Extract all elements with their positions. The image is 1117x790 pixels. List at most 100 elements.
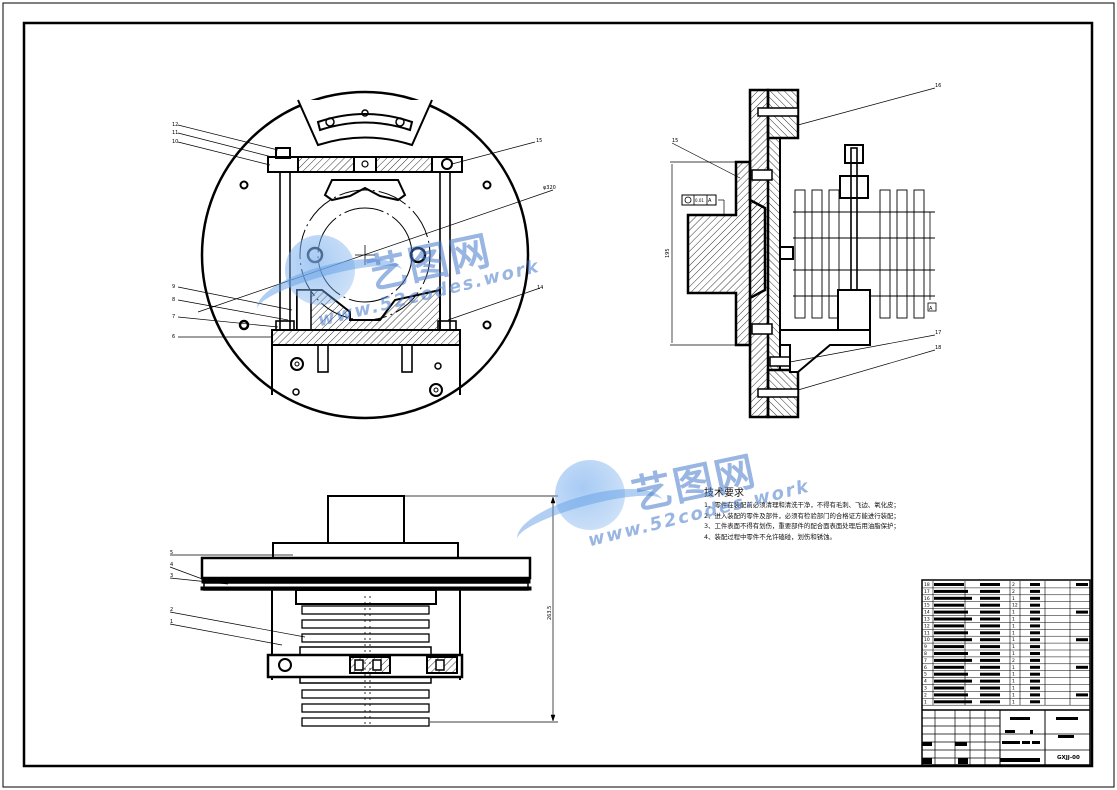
disk [301, 605, 430, 615]
part-quantity: 1 [1012, 651, 1015, 657]
part-note-redacted [1076, 610, 1088, 614]
part-number: 11 [924, 630, 930, 636]
part-name-redacted [934, 700, 972, 704]
tolerance-value: 0.01 [695, 198, 704, 203]
part-quantity: 2 [1012, 658, 1015, 664]
part-quantity: 1 [1012, 665, 1015, 671]
part-material-redacted [1030, 631, 1040, 635]
part-name-redacted [934, 638, 972, 642]
part-number: 14 [924, 610, 930, 616]
callout-label: 12 [172, 122, 178, 128]
callout-label: 1 [170, 619, 173, 625]
part-name-redacted [934, 665, 964, 669]
tech-requirement-item: 4、装配过程中零件不允许磕碰，划伤和锈蚀。 [704, 532, 836, 541]
disk [301, 689, 430, 699]
callout-label: 4 [170, 562, 173, 568]
part-number: 8 [924, 651, 927, 657]
part-number: 15 [924, 603, 930, 609]
disk [301, 717, 430, 727]
part-material-redacted [1030, 610, 1040, 614]
part-code-redacted [980, 693, 1000, 697]
part-quantity: 1 [1012, 672, 1015, 678]
part-name-redacted [934, 652, 968, 655]
part-number: 2 [924, 692, 927, 698]
part-code-redacted [980, 672, 1000, 676]
part-quantity: 1 [1012, 617, 1015, 623]
callout-label: 5 [170, 550, 173, 556]
side-view-labels: 15 16 17 18 195 0.01 A A [665, 83, 941, 351]
part-number: 1 [924, 699, 927, 705]
callout-label: φ320 [543, 185, 556, 191]
front-view [177, 90, 554, 420]
disk [301, 633, 430, 643]
part-code-redacted [980, 596, 1000, 600]
part-quantity: 2 [1012, 582, 1015, 588]
part-code-redacted [980, 603, 1000, 607]
part-code-redacted [980, 583, 1000, 586]
callout-label: 15 [672, 138, 678, 144]
side-view [670, 87, 937, 419]
part-code-redacted [980, 617, 1000, 621]
part-material-redacted [1030, 652, 1040, 655]
part-quantity: 1 [1012, 596, 1015, 602]
tolerance-datum: A [708, 198, 712, 204]
callout-label: 16 [935, 83, 941, 89]
part-material-redacted [1030, 658, 1040, 662]
tech-requirement-item: 3、工件表面不得有划伤，重要部件的配合面表面处理后用油脂保护； [704, 522, 900, 530]
part-quantity: 1 [1012, 686, 1015, 692]
part-name-redacted [934, 624, 964, 628]
part-quantity: 2 [1012, 589, 1015, 595]
fin [794, 189, 806, 319]
part-name-redacted [934, 603, 964, 607]
part-note-redacted [1076, 583, 1088, 586]
callout-label: 7 [172, 314, 175, 320]
fin [879, 189, 891, 319]
fin [896, 189, 908, 319]
part-material-redacted [1030, 603, 1040, 607]
part-name-redacted [934, 645, 964, 649]
callout-label: 10 [172, 139, 178, 145]
tech-requirement-item: 2、进入装配的零件及部件，必须有检验部门的合格证方能进行装配； [704, 511, 900, 520]
part-name-redacted [934, 631, 968, 635]
disk [301, 703, 430, 713]
part-number: 6 [924, 665, 927, 671]
part-number: 18 [924, 582, 930, 588]
callout-label: 18 [935, 345, 941, 351]
part-material-redacted [1030, 617, 1040, 621]
part-name-redacted [934, 583, 964, 586]
part-material-redacted [1030, 589, 1040, 593]
callout-label: 15 [536, 138, 542, 144]
callout-label: 2 [170, 607, 173, 613]
fin [913, 189, 925, 319]
part-material-redacted [1030, 679, 1040, 683]
callout-label: 9 [172, 284, 175, 290]
callout-label: 17 [935, 330, 941, 336]
part-quantity: 1 [1012, 699, 1015, 705]
front-view-labels: 12 11 10 15 φ320 9 8 7 6 14 [172, 122, 556, 340]
part-material-redacted [1030, 700, 1040, 704]
part-quantity: 1 [1012, 644, 1015, 650]
part-number: 16 [924, 596, 930, 602]
part-code-redacted [980, 686, 1000, 690]
part-code-redacted [980, 700, 1000, 704]
part-quantity: 1 [1012, 692, 1015, 698]
part-number: 3 [924, 686, 927, 692]
part-material-redacted [1030, 583, 1040, 586]
part-number: 10 [924, 637, 930, 643]
part-code-redacted [980, 665, 1000, 669]
part-note-redacted [1076, 693, 1088, 697]
part-material-redacted [1030, 638, 1040, 642]
part-quantity: 1 [1012, 630, 1015, 636]
part-quantity: 1 [1012, 623, 1015, 629]
dimension-263-5: 263.5 [547, 606, 553, 620]
part-number: 13 [924, 617, 930, 623]
part-name-redacted [934, 679, 972, 683]
part-material-redacted [1030, 693, 1040, 697]
bottom-view-labels: 5 4 3 2 1 263.5 [170, 550, 553, 625]
part-material-redacted [1030, 686, 1040, 690]
part-number: 17 [924, 589, 930, 595]
part-material-redacted [1030, 624, 1040, 628]
part-name-redacted [934, 589, 968, 593]
